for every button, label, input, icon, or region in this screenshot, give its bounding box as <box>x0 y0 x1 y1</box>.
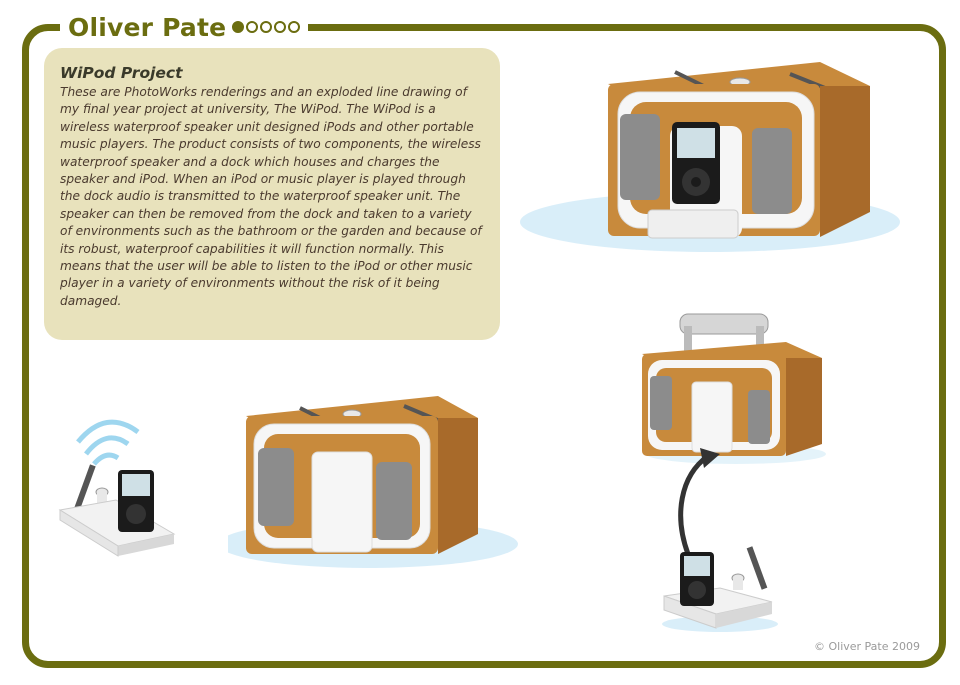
page-dot-1[interactable] <box>232 21 245 33</box>
page-indicator <box>232 21 301 33</box>
dock-left-rendering <box>58 419 176 557</box>
lift-arrow <box>678 448 720 555</box>
page-header: Oliver Pate <box>60 12 309 42</box>
page-dot-3[interactable] <box>260 21 273 33</box>
page-dot-4[interactable] <box>274 21 287 33</box>
page-dot-5[interactable] <box>288 21 301 33</box>
page-title: Oliver Pate <box>68 12 227 42</box>
speaker-lifted-rendering <box>642 313 826 464</box>
dock-right-rendering <box>662 546 778 632</box>
description-heading: WiPod Project <box>60 64 183 82</box>
page-dot-2[interactable] <box>246 21 259 33</box>
speaker-front-rendering <box>228 396 518 568</box>
description-body: These are PhotoWorks renderings and an e… <box>60 85 482 308</box>
copyright-text: © Oliver Pate 2009 <box>813 640 920 653</box>
speaker-docked-rendering <box>520 62 900 252</box>
description-panel: WiPod Project These are PhotoWorks rende… <box>44 48 500 340</box>
